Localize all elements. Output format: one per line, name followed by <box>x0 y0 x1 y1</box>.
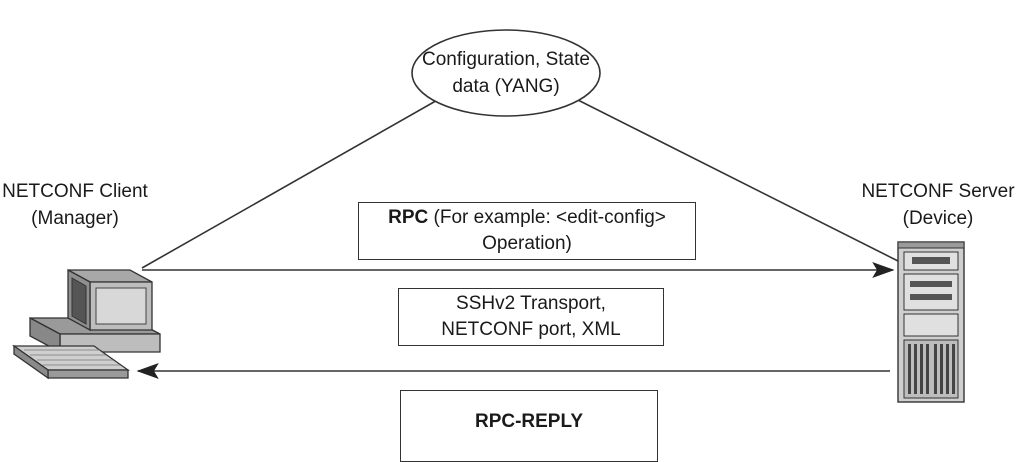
rpc-box-line1: RPC (For example: <edit-config> <box>359 205 695 231</box>
client-label-line2: (Manager) <box>31 208 119 229</box>
client-label-line1: NETCONF Client <box>2 181 148 202</box>
data-ellipse-label: Configuration, State data (YANG) <box>412 46 600 100</box>
rpc-box-line2: Operation) <box>482 233 572 254</box>
server-label-line1: NETCONF Server <box>861 181 1015 202</box>
transport-box-line1: SSHv2 Transport, <box>456 293 606 314</box>
transport-box: SSHv2 Transport, NETCONF port, XML <box>398 288 664 346</box>
server-label-line2: (Device) <box>902 208 974 229</box>
transport-box-line2: NETCONF port, XML <box>441 319 621 340</box>
rpc-box-bold: RPC <box>388 207 429 228</box>
rpc-box: RPC (For example: <edit-config> Operatio… <box>358 202 696 260</box>
rpc-reply-label: RPC-REPLY <box>474 411 584 432</box>
data-ellipse <box>411 29 601 117</box>
client-label: NETCONF Client (Manager) <box>0 178 150 232</box>
link-data-to-client <box>141 93 449 269</box>
data-ellipse-line2: data (YANG) <box>452 76 560 97</box>
server-device-icon <box>897 241 965 403</box>
link-data-to-server <box>565 93 901 263</box>
data-ellipse-line1: Configuration, State <box>422 49 590 70</box>
rpc-box-rest: (For example: <edit-config> <box>428 207 666 228</box>
client-computer-icon <box>11 268 161 380</box>
server-label: NETCONF Server (Device) <box>850 178 1026 232</box>
rpc-reply-box: RPC-REPLY <box>400 390 658 462</box>
